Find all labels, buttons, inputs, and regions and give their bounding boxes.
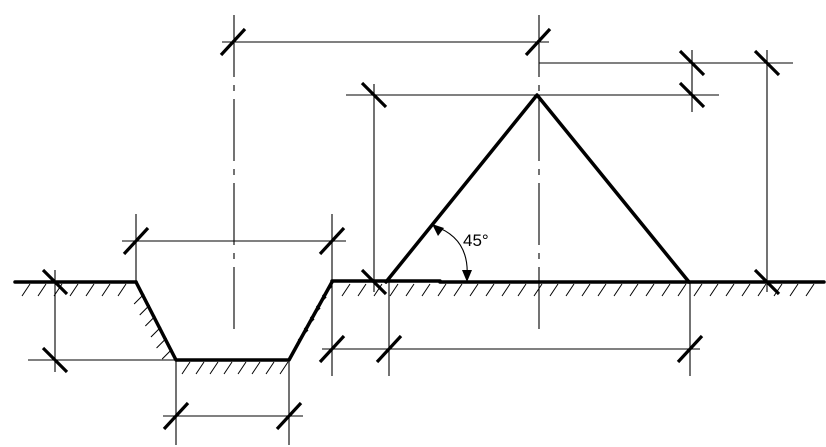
hatch-mark (265, 361, 275, 375)
hatch-mark (501, 283, 511, 297)
hatch-mark (389, 283, 399, 297)
hatch-mark (693, 283, 703, 297)
hatch-mark (805, 283, 815, 297)
angle-arrow-start (432, 224, 444, 236)
hatch-mark (405, 283, 415, 297)
hatch-mark (581, 283, 591, 297)
trench-hatching (133, 285, 333, 375)
hatch-mark (789, 283, 799, 297)
dimension-ticks (41, 27, 781, 431)
angle-arrow-end (462, 270, 472, 282)
hatch-mark (144, 315, 156, 327)
hatch-mark (150, 326, 162, 338)
hatch-mark (645, 283, 655, 297)
hatch-mark (613, 283, 623, 297)
hatch-mark (195, 361, 205, 375)
hatch-mark (223, 361, 233, 375)
hatch-mark (757, 283, 767, 297)
hatch-mark (373, 283, 383, 297)
hatch-mark (279, 361, 289, 375)
hatch-mark (209, 361, 219, 375)
hatch-mark (309, 307, 321, 319)
angle-annotation: 45° (432, 224, 489, 282)
embankment-profile (384, 93, 691, 284)
hatch-mark (453, 283, 463, 297)
hatch-mark (709, 283, 719, 297)
hatch-mark (161, 348, 173, 360)
hatch-mark (21, 283, 31, 297)
hatch-mark (437, 283, 447, 297)
hatch-mark (139, 304, 151, 316)
hatch-mark (315, 296, 327, 308)
hatch-mark (321, 285, 333, 297)
hatch-mark (677, 283, 687, 297)
trench-profile (134, 280, 334, 362)
hatch-mark (421, 283, 431, 297)
hatch-mark (549, 283, 559, 297)
hatch-mark (156, 337, 167, 349)
hatch-mark (101, 283, 111, 297)
hatch-mark (517, 283, 527, 297)
hatch-mark (469, 283, 479, 297)
hatch-mark (741, 283, 751, 297)
hatch-mark (133, 293, 145, 305)
hatch-mark (597, 283, 607, 297)
hatch-mark (117, 283, 127, 297)
dimension-lines (28, 41, 793, 445)
angle-label: 45° (463, 231, 489, 250)
hatch-mark (725, 283, 735, 297)
hatch-mark (661, 283, 671, 297)
hatch-mark (251, 361, 261, 375)
hatch-mark (297, 329, 309, 341)
hatch-mark (303, 318, 315, 330)
hatch-mark (85, 283, 95, 297)
hatch-mark (237, 361, 247, 375)
hatch-mark (69, 283, 79, 297)
hatch-mark (629, 283, 639, 297)
hatch-mark (533, 283, 543, 297)
hatch-mark (485, 283, 495, 297)
hatch-mark (773, 283, 783, 297)
center-lines (233, 15, 540, 335)
hatch-mark (341, 283, 351, 297)
hatch-mark (565, 283, 575, 297)
hatch-mark (37, 283, 47, 297)
hatch-mark (181, 361, 191, 375)
hatch-mark (357, 283, 367, 297)
